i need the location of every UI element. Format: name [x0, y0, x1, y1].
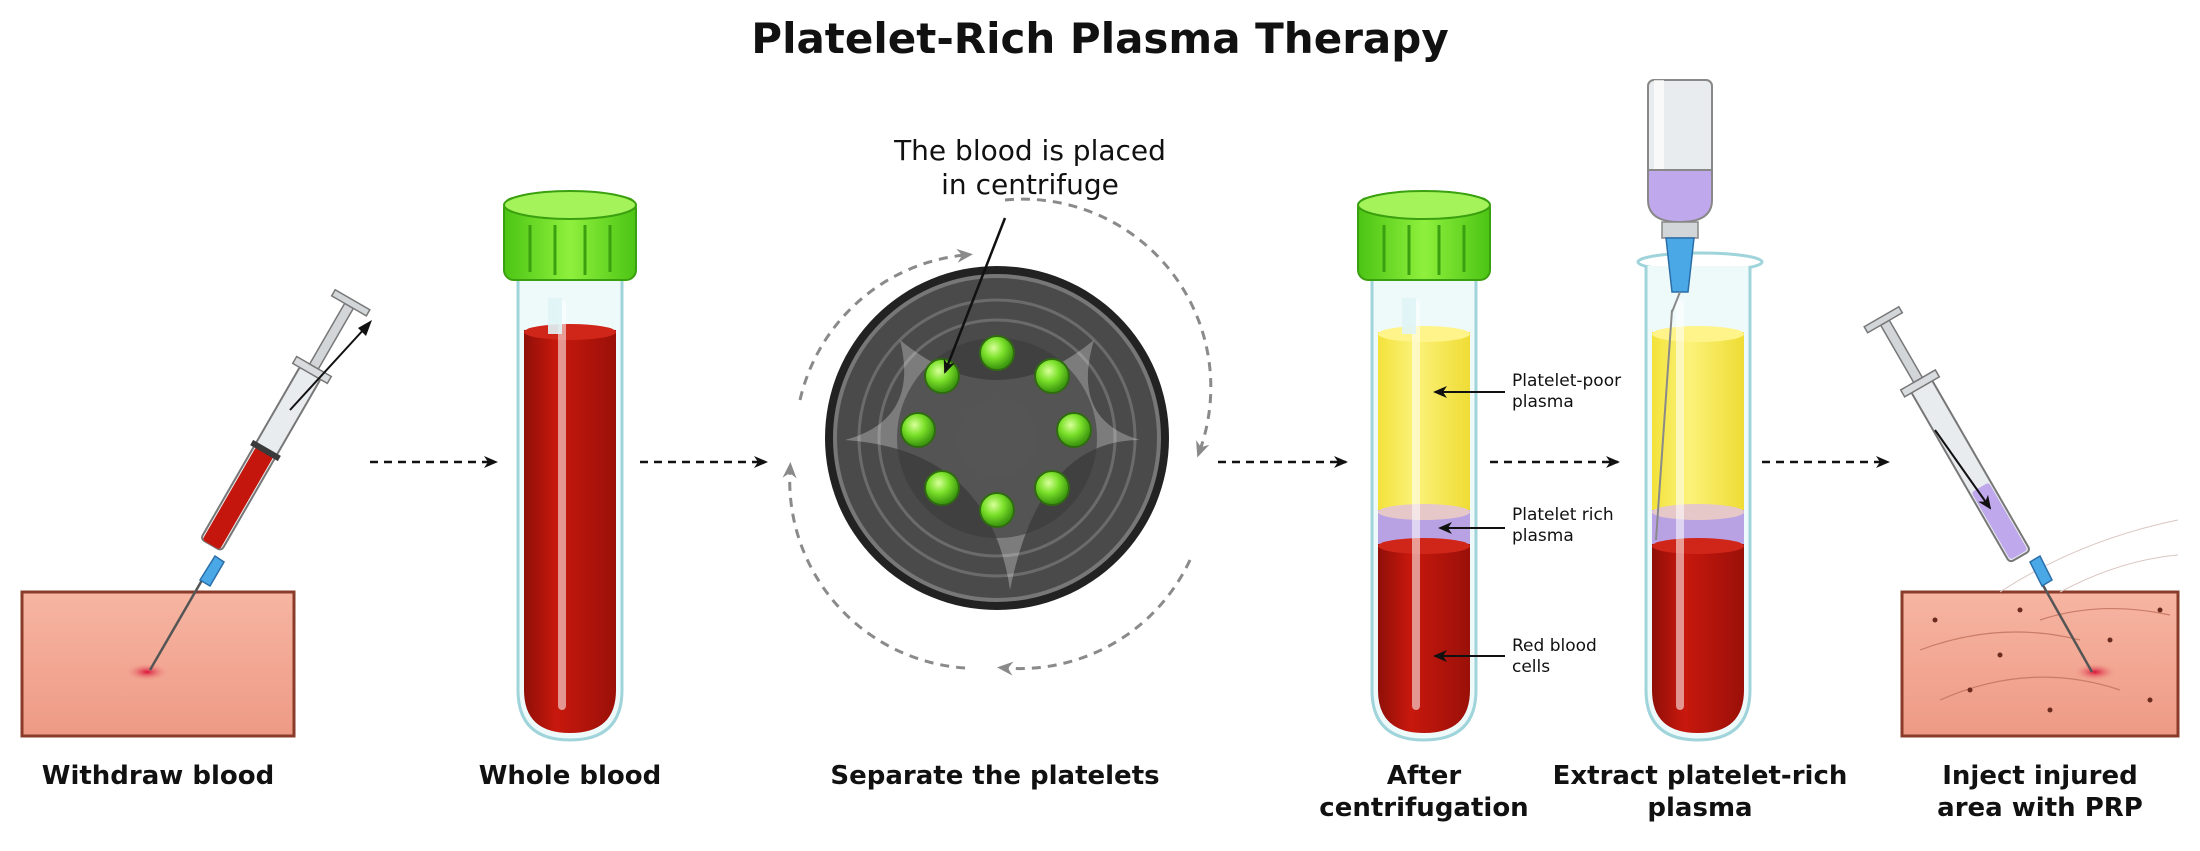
cap-after-centrifugation	[1357, 190, 1491, 281]
skin-block-withdraw	[20, 590, 296, 738]
tube-whole-blood	[516, 280, 624, 742]
step-label-extract: Extract platelet-rich plasma	[1552, 761, 1848, 823]
syringe-extract-icon	[1647, 79, 1713, 541]
layer-label-platelet-poor: Platelet-poor plasma	[1512, 371, 1622, 412]
syringe-inject-icon	[1863, 305, 2094, 673]
layer-label-platelet-rich: Platelet rich plasma	[1512, 505, 1614, 546]
layer-label-red-blood-cells: Red blood cells	[1512, 636, 1597, 677]
step-label-after-centrifugation: After centrifugation	[1319, 761, 1529, 823]
layer-callout-arrows	[1433, 386, 1505, 662]
tube-extract-prp	[1636, 251, 1764, 742]
centrifuge-callout-arrow	[943, 217, 1007, 374]
step-label-withdraw: Withdraw blood	[41, 761, 275, 791]
cap-whole-blood	[503, 190, 637, 281]
centrifuge-rotation-arrows	[782, 197, 1213, 676]
syringe-withdraw-icon	[148, 288, 372, 671]
diagram-title: Platelet-Rich Plasma Therapy	[751, 14, 1449, 63]
centrifuge-icon	[825, 266, 1169, 610]
skin-block-inject	[1900, 519, 2180, 738]
tube-after-centrifugation	[1370, 280, 1478, 742]
step-label-inject: Inject injured area with PRP	[1937, 761, 2143, 823]
centrifuge-callout: The blood is placed in centrifuge	[894, 134, 1166, 201]
step-label-whole-blood: Whole blood	[478, 761, 662, 791]
step-label-separate: Separate the platelets	[830, 761, 1160, 791]
